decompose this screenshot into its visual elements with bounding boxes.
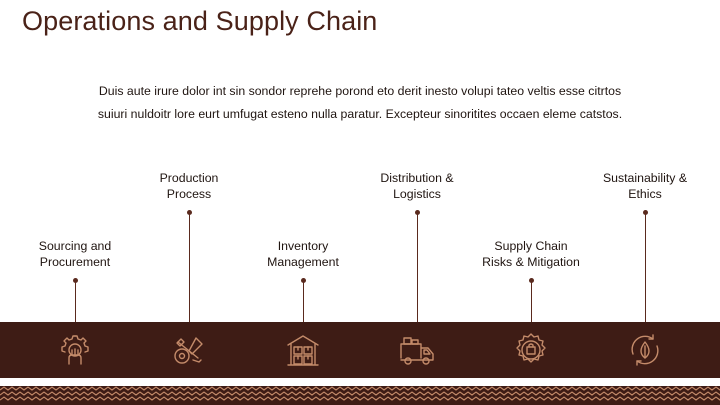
- gear-hand-icon: [55, 330, 95, 370]
- timeline-label-inventory: Inventory Management: [238, 238, 368, 270]
- description-line: suiuri nuldoitr lore eurt umfugat esteno…: [97, 107, 623, 121]
- timeline-stem: [189, 212, 190, 322]
- slide-description: Duis aute irure dolor int sin sondor rep…: [40, 80, 680, 126]
- timeline-label-line: Supply Chain: [494, 239, 568, 253]
- timeline-label-line: Ethics: [628, 187, 662, 201]
- zigzag-line: [0, 396, 720, 401]
- timeline-stem: [303, 280, 304, 322]
- warehouse-icon: [283, 330, 323, 370]
- timeline-label-distribution: Distribution & Logistics: [352, 170, 482, 202]
- timeline-label-line: Logistics: [393, 187, 441, 201]
- timeline-label-line: Inventory: [277, 239, 329, 253]
- timeline-label-sustainability: Sustainability & Ethics: [580, 170, 710, 202]
- production-tools-icon: [169, 330, 209, 370]
- zigzag-line: [0, 391, 720, 396]
- timeline-stem: [75, 280, 76, 322]
- icon-band: [0, 322, 720, 378]
- leaf-cycle-icon: [625, 330, 665, 370]
- timeline-label-line: Sustainability &: [602, 171, 688, 185]
- decorative-zigzag-border: [0, 384, 720, 405]
- description-line: Duis aute irure dolor int sin sondor rep…: [98, 84, 622, 98]
- timeline-stem: [531, 280, 532, 322]
- timeline-label-line: Management: [267, 255, 339, 269]
- zigzag-pattern: [0, 384, 720, 401]
- slide-title: Operations and Supply Chain: [22, 6, 378, 36]
- timeline-label-sourcing: Sourcing and Procurement: [10, 238, 140, 270]
- timeline-label-line: Risks & Mitigation: [482, 255, 580, 269]
- timeline-stem: [645, 212, 646, 322]
- timeline-stem: [417, 212, 418, 322]
- timeline-label-line: Process: [166, 187, 212, 201]
- timeline-label-production: Production Process: [124, 170, 254, 202]
- delivery-truck-icon: [397, 330, 437, 370]
- timeline-label-line: Distribution &: [380, 171, 454, 185]
- timeline-label-line: Sourcing and: [38, 239, 112, 253]
- timeline-label-risks: Supply Chain Risks & Mitigation: [466, 238, 596, 270]
- risk-badge-icon: [511, 330, 551, 370]
- zigzag-line: [0, 386, 720, 391]
- timeline-label-line: Production: [159, 171, 219, 185]
- timeline-label-line: Procurement: [39, 255, 111, 269]
